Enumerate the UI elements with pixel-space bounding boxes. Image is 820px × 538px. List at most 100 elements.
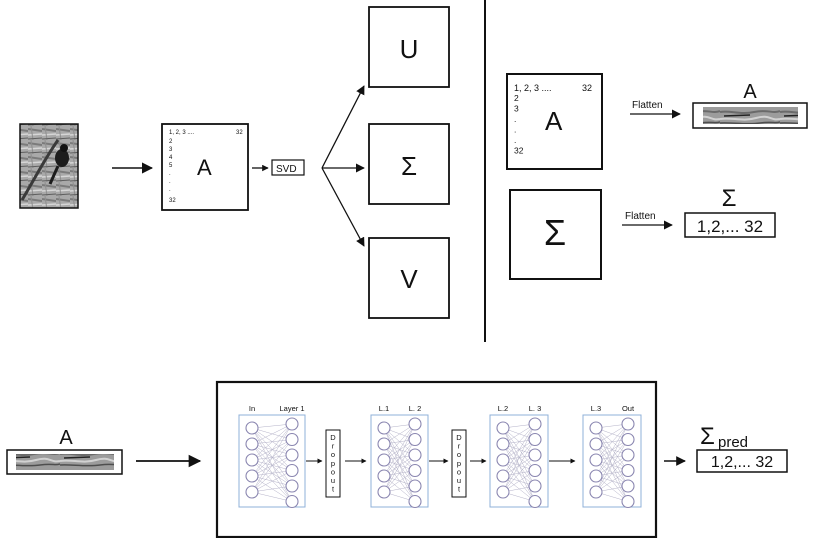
bottom-input-strip (6, 449, 123, 475)
neuron (285, 479, 299, 493)
flattened-sigma-box: 1,2,... 32 (684, 212, 776, 238)
matrix-a-label: A (197, 155, 212, 180)
dropout-letter: o (331, 450, 335, 459)
flatten-label-a: Flatten (632, 100, 663, 111)
dropout-letter: u (331, 476, 335, 485)
connection (251, 423, 293, 477)
neuron (528, 463, 542, 478)
pred-subscript: pred (718, 434, 748, 451)
pred-symbol: Σ (700, 423, 715, 450)
v-label: V (400, 264, 418, 294)
connection (595, 454, 629, 493)
layer-label-left: In (249, 404, 255, 413)
connection (383, 423, 416, 477)
neuron (285, 448, 299, 462)
neuron (408, 494, 422, 509)
matrix-a-right-row-label: 3 (514, 104, 519, 114)
connection (251, 491, 293, 502)
flattened-sigma-values: 1,2,... 32 (697, 217, 763, 236)
dropout-letter: t (458, 485, 461, 494)
matrix-a-right-row-label: . (514, 135, 516, 145)
flattened-a-strip (692, 102, 808, 129)
neuron (589, 437, 603, 451)
neuron (408, 479, 422, 493)
neuron (377, 421, 391, 435)
layer-label-left: L.1 (379, 404, 389, 413)
pred-values: 1,2,... 32 (711, 454, 773, 471)
matrix-a-right-row-label: . (514, 114, 516, 124)
flat-sigma-title: Σ (722, 185, 737, 212)
dropout-letter: p (331, 459, 335, 468)
connection (251, 423, 293, 493)
connection (595, 423, 629, 477)
neuron (528, 417, 542, 431)
neuron (528, 494, 542, 509)
connection (502, 439, 536, 493)
matrix-a-right-row-label: 32 (514, 146, 524, 156)
connection (383, 454, 416, 493)
pred-values-box: 1,2,... 32 (696, 449, 788, 473)
connection (502, 454, 536, 493)
neuron (377, 437, 391, 451)
dropout-letter: p (457, 459, 461, 468)
dropout-letter: r (332, 442, 335, 451)
neuron (621, 463, 635, 478)
matrix-a-right-label: A (545, 106, 563, 136)
sigma-box: Σ (368, 123, 450, 205)
neuron (621, 432, 635, 447)
matrix-a-right-row-labels: 23...32 (514, 93, 524, 156)
bottom-input-title: A (59, 427, 73, 449)
arrow-svd-to-v (321, 167, 365, 247)
dropout-letter: u (457, 476, 461, 485)
connection (251, 485, 293, 493)
neuron (245, 469, 259, 483)
connection (595, 423, 629, 461)
connection (251, 423, 293, 429)
matrix-a-right-col-last: 32 (582, 83, 592, 93)
connection (502, 423, 536, 461)
neuron (589, 469, 603, 483)
neuron (245, 453, 259, 467)
neuron (589, 421, 603, 435)
network-connections (251, 423, 293, 502)
neuron (245, 485, 259, 499)
connection (251, 470, 293, 493)
dropout-letter: t (332, 485, 335, 494)
dropout-letter: r (458, 442, 461, 451)
connection (251, 423, 293, 445)
matrix-a-row-label: . (169, 179, 171, 185)
neuron (496, 437, 510, 451)
connection (251, 439, 293, 493)
neuron (621, 417, 635, 431)
matrix-a-row-label: 4 (169, 155, 173, 161)
v-box: V (368, 237, 450, 319)
dropout-letter: D (330, 433, 336, 442)
svd-label-box: SVD (271, 159, 305, 176)
layer-label-right: Layer 1 (279, 404, 304, 413)
neuron (621, 448, 635, 462)
matrix-a-row-label: . (169, 171, 171, 177)
matrix-a-row-label: 5 (169, 163, 173, 169)
arrow-svd-to-u (321, 85, 365, 169)
flatten-label-sigma: Flatten (625, 211, 656, 222)
neuron (285, 494, 299, 509)
neuron (496, 453, 510, 467)
neuron (496, 469, 510, 483)
neuron (496, 485, 510, 499)
matrix-a-row-label: . (169, 187, 171, 193)
flat-a-title: A (743, 81, 757, 103)
neuron (377, 453, 391, 467)
dropout-letter: o (331, 467, 335, 476)
neuron (377, 469, 391, 483)
network-block: In Layer 1 (238, 404, 306, 509)
sigma-label: Σ (401, 151, 417, 181)
pred-title: Σ pred (700, 423, 748, 451)
matrix-a-row-label: 3 (169, 147, 173, 153)
sigma-box-right-label: Σ (544, 212, 566, 253)
